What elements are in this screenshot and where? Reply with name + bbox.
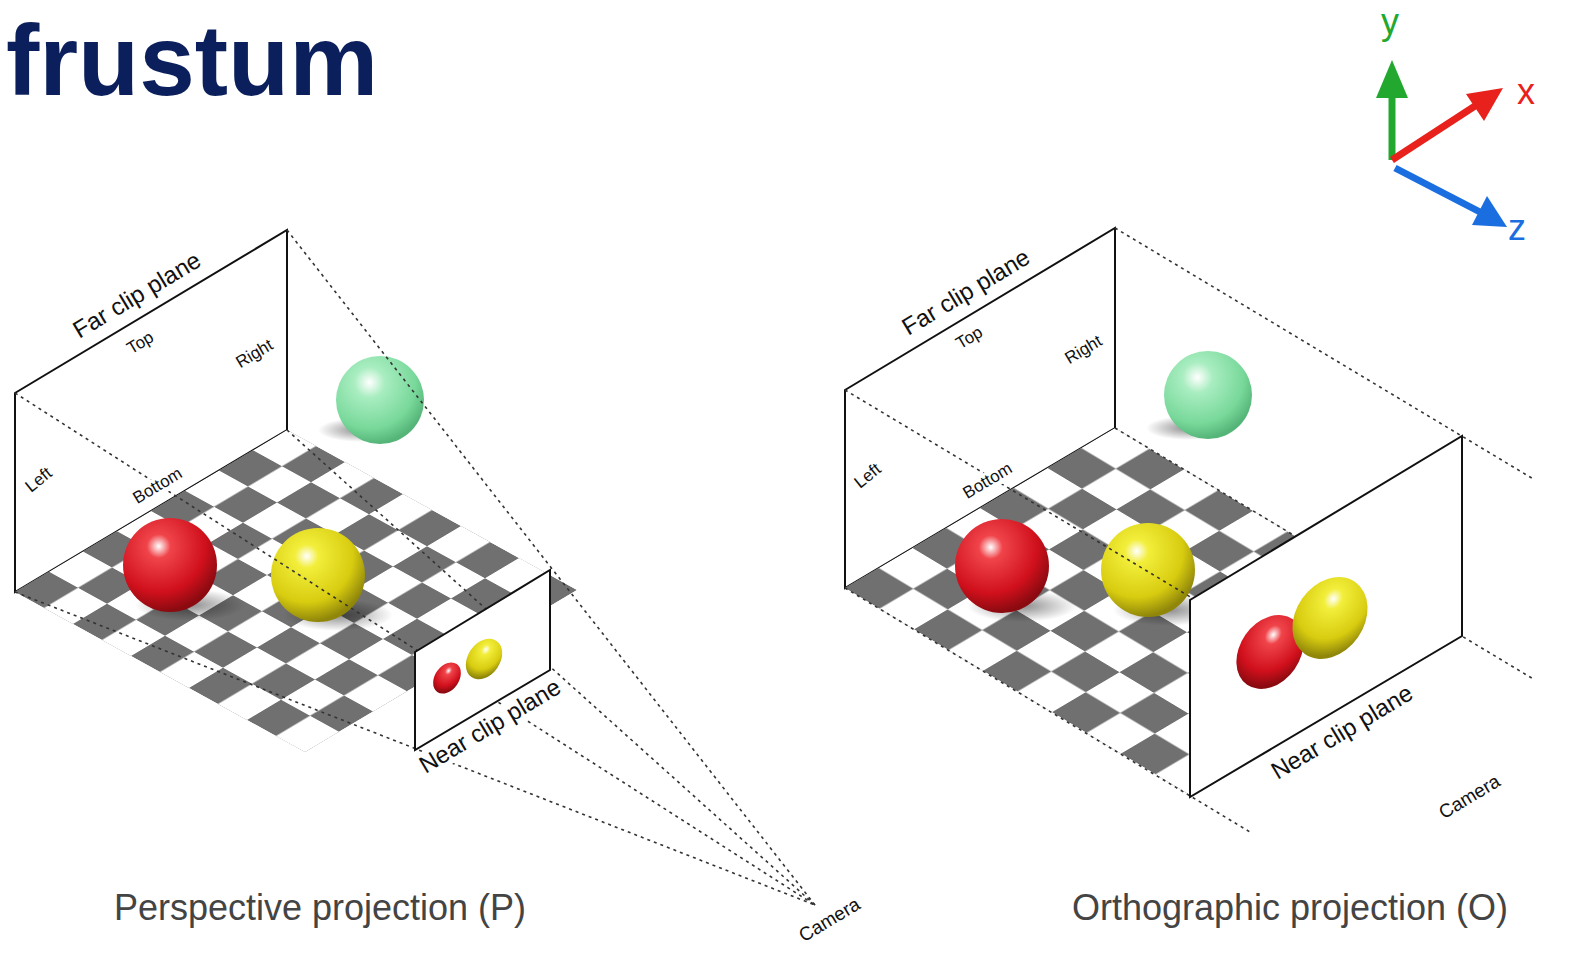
axis-gizmo (1376, 60, 1507, 227)
projection-caption: Orthographic projection (O) (1072, 888, 1508, 928)
axis-label: z (1508, 208, 1526, 248)
axis-label: y (1381, 2, 1399, 42)
orthographic-scene (845, 228, 1535, 832)
axis-label: x (1517, 72, 1535, 112)
projection-caption: Perspective projection (P) (114, 888, 526, 928)
slide-title: frustum (6, 5, 378, 115)
perspective-scene (15, 230, 815, 905)
camera-label: Camera (1433, 769, 1507, 825)
